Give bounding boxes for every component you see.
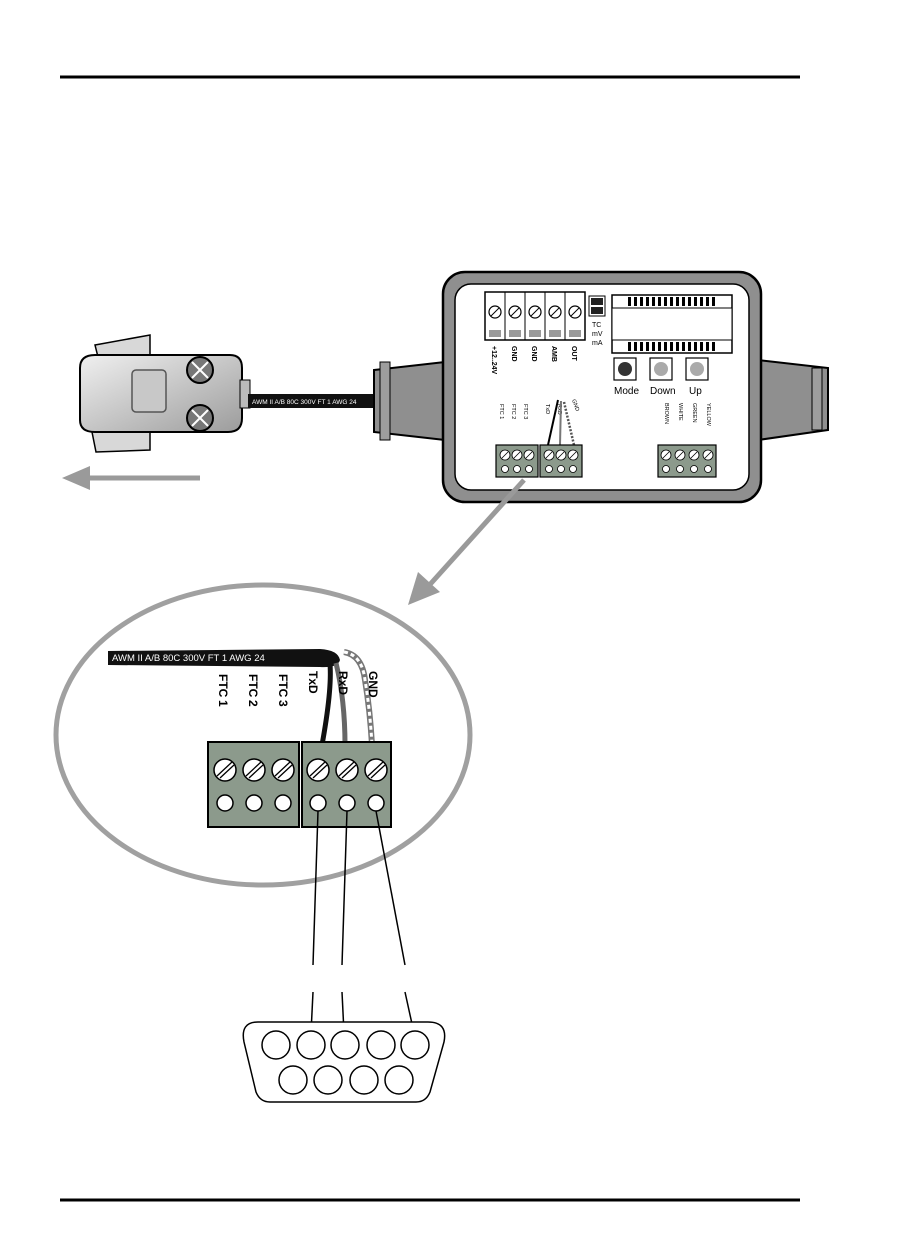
sensor-label-green: GREEN	[691, 403, 697, 423]
db9-pin-3	[331, 1031, 359, 1059]
lcd-pins-top	[628, 297, 715, 306]
detail-cable-print: AWM II A/B 80C 300V FT 1 AWG 24	[112, 653, 265, 664]
mode-button-label: Mode	[614, 386, 639, 397]
down-button[interactable]: Down	[650, 358, 676, 397]
comm-label-ftc3: FTC 3	[522, 404, 528, 419]
power-label-4: AMB	[550, 346, 557, 362]
up-button-label: Up	[689, 386, 702, 397]
sensor-terminal-block	[658, 445, 716, 477]
db9-pin-9	[385, 1066, 413, 1094]
power-label-3: GND	[530, 346, 537, 362]
detail-terminal-block-ftc	[208, 742, 299, 827]
comm-label-ftc1: FTC 1	[498, 404, 504, 419]
detail-label-ftc3: FTC	[276, 674, 290, 698]
detail-callout-ellipse	[56, 585, 470, 885]
comm-label-ftc2: FTC 2	[510, 404, 516, 419]
db9-pinout	[243, 1022, 444, 1102]
sensor-label-brown: BROWN	[663, 403, 669, 424]
sensor-label-yellow: YELLOW	[705, 403, 711, 427]
db9-pin-8	[350, 1066, 378, 1094]
db9-pin-1	[262, 1031, 290, 1059]
detail-label-ftc2-num: 2	[246, 700, 260, 707]
sensor-label-white: WHITE	[677, 403, 683, 421]
detail-label-gnd: GND	[366, 671, 380, 698]
detail-label-ftc1: FTC	[216, 674, 230, 698]
comm-label-txd: TxD	[544, 404, 550, 414]
lcd-display	[612, 295, 732, 353]
db9-pin-5	[401, 1031, 429, 1059]
db9-pin-4	[367, 1031, 395, 1059]
power-label-1: +12..24V	[490, 346, 497, 375]
down-button-label: Down	[650, 386, 676, 397]
power-label-2: GND	[510, 346, 517, 362]
detail-label-ftc3-num: 3	[276, 700, 290, 707]
lcd-pins-bottom	[628, 342, 715, 351]
db9-connector-shell	[80, 335, 250, 452]
db9-pin-6	[279, 1066, 307, 1094]
jumper-label-ma: mA	[592, 340, 603, 347]
db9-pin-2	[297, 1031, 325, 1059]
mode-button[interactable]: Mode	[614, 358, 639, 397]
cable-print-left: AWM II A/B 80C 300V FT 1 AWG 24	[252, 399, 357, 406]
db9-pin-7	[314, 1066, 342, 1094]
detail-label-rxd: RxD	[336, 671, 350, 695]
detail-label-ftc1-num: 1	[216, 700, 230, 707]
detail-label-txd: TxD	[306, 671, 320, 694]
detail-label-ftc2: FTC	[246, 674, 260, 698]
jumper-label-tc: TC	[592, 322, 601, 329]
direction-arrow-left	[62, 466, 200, 490]
power-label-5: OUT	[570, 346, 577, 362]
detail-cable: AWM II A/B 80C 300V FT 1 AWG 24	[108, 649, 340, 667]
jumper-label-mv: mV	[592, 331, 603, 338]
